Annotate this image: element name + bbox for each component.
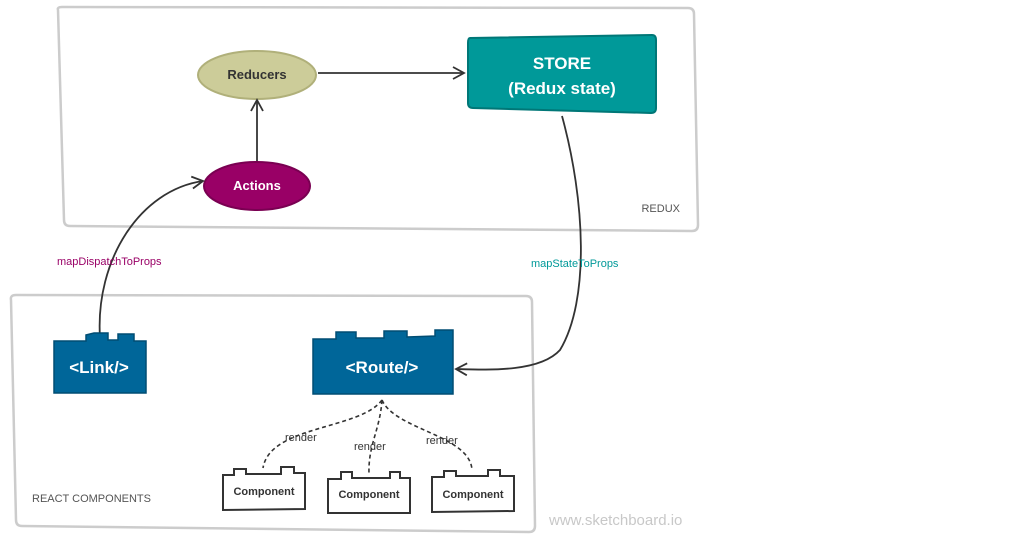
- actions-label: Actions: [233, 178, 281, 193]
- component-label-1: Component: [233, 486, 294, 498]
- render-edge-3: [381, 399, 473, 471]
- render-edge-2: [368, 399, 383, 475]
- render-edges: [262, 399, 473, 475]
- reducers-label: Reducers: [227, 67, 286, 82]
- react-group-label: REACT COMPONENTS: [32, 493, 151, 505]
- route-label: <Route/>: [346, 358, 419, 377]
- render-label-2: render: [354, 441, 386, 453]
- store-node[interactable]: [467, 33, 657, 115]
- link-label: <Link/>: [69, 358, 129, 377]
- redux-group-box: [56, 5, 700, 233]
- component-node-1[interactable]: [222, 466, 306, 512]
- react-group-box: [9, 293, 537, 534]
- route-node[interactable]: [312, 329, 454, 395]
- component-node-2[interactable]: [327, 471, 411, 514]
- state-arrow: [454, 115, 582, 377]
- component-label-2: Component: [338, 489, 399, 501]
- render-label-3: render: [426, 435, 458, 447]
- map-dispatch-label: mapDispatchToProps: [57, 256, 162, 268]
- render-label-1: render: [285, 432, 317, 444]
- dispatch-arrow: [98, 175, 205, 339]
- component-label-3: Component: [442, 489, 503, 501]
- store-subtitle: (Redux state): [508, 79, 616, 98]
- redux-group-label: REDUX: [641, 203, 680, 215]
- component-node-3[interactable]: [431, 469, 515, 514]
- render-edge-1: [262, 399, 383, 469]
- link-node[interactable]: [53, 332, 147, 394]
- watermark: www.sketchboard.io: [548, 512, 682, 529]
- map-state-label: mapStateToProps: [531, 258, 619, 270]
- store-title: STORE: [533, 54, 591, 73]
